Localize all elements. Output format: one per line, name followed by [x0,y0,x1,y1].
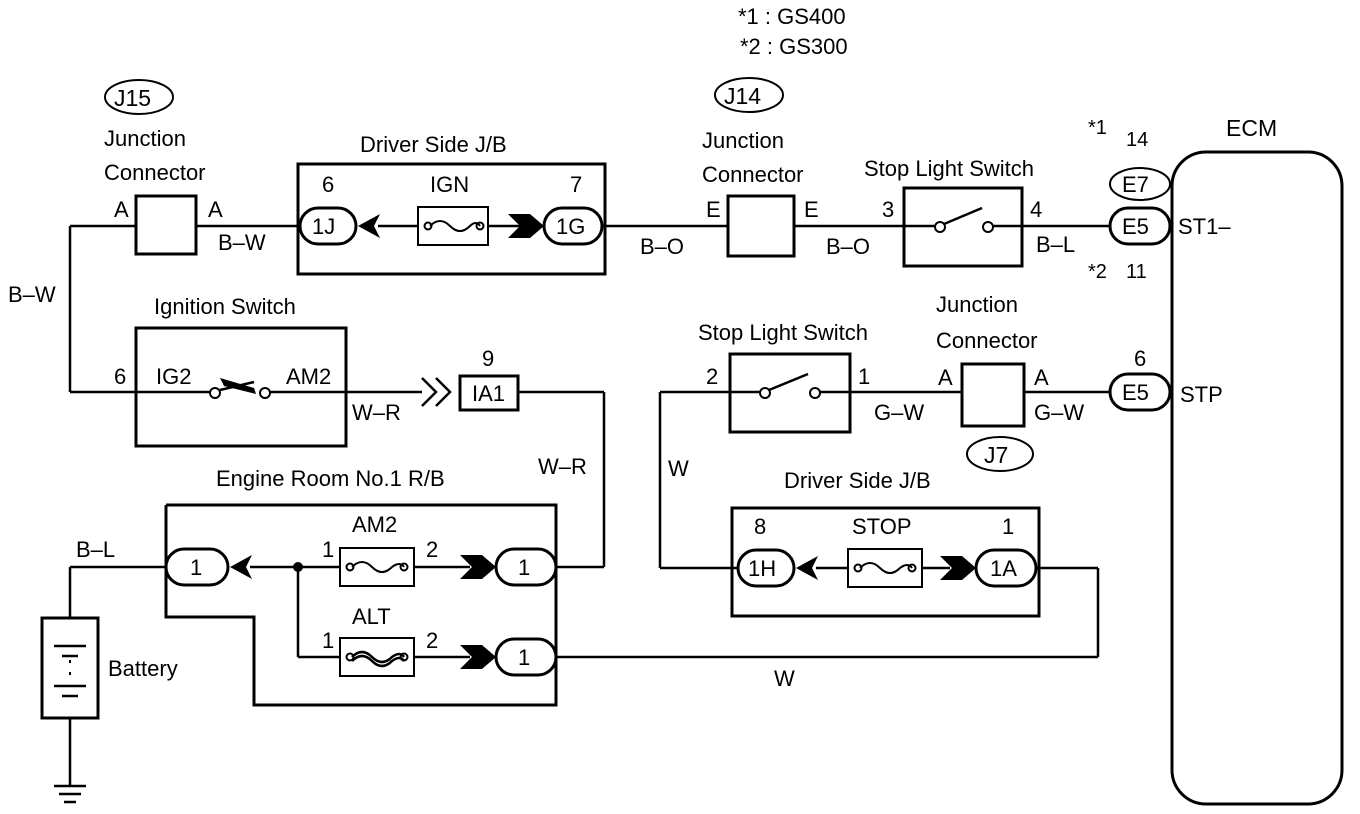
ignition-title: Ignition Switch [154,294,296,319]
driver-jb-top-conn-left: 1J [312,214,335,239]
am2-fuse-icon [351,561,405,573]
ecm-note2-pin: 11 [1126,261,1147,283]
wire-label-gw-1: G–W [874,400,924,425]
alt-fuse-icon [351,650,406,668]
driver-jb-top-title: Driver Side J/B [360,132,507,157]
stop-light-switch-bottom: Stop Light Switch 2 1 [698,320,870,434]
fuse-am2-label: AM2 [352,512,397,537]
legend-gs300: *2 : GS300 [740,34,848,59]
engine-room-rb: Engine Room No.1 R/B 1 AM2 1 2 1 ALT 1 2… [164,466,558,707]
battery-label: Battery [108,656,178,681]
stop-switch-top-pin-right: 4 [1030,197,1042,222]
junction-connector-j15: J15 Junction Connector A A [104,79,223,256]
j14-title-1: Junction [702,128,784,153]
wire-label-bl-battery: B–L [76,537,115,562]
ecm: ECM *1 14 E7 E5 ST1– *2 11 6 E5 STP [1088,115,1344,806]
stop-switch-top-pin-left: 3 [882,197,894,222]
stop-switch-bottom-title: Stop Light Switch [698,320,868,345]
legend-gs400: *1 : GS400 [738,4,846,29]
ecm-e5-bottom: E5 [1122,380,1149,405]
j15-title-1: Junction [104,126,186,151]
ia1-label: IA1 [472,381,505,406]
ecm-e7: E7 [1122,172,1149,197]
driver-jb-top-conn-right: 1G [556,214,585,239]
driver-side-jb-bottom: Driver Side J/B 8 STOP 1 1H 1A [730,468,1041,618]
wire-label-bw-left: B–W [8,282,56,307]
ground-icon [54,784,86,804]
engine-rb-title: Engine Room No.1 R/B [216,466,445,491]
ecm-st1-terminal: ST1– [1178,214,1231,239]
wire-labels: B–W B–W B–O B–O B–L B–L W–R W–R G–W G–W … [8,230,1084,691]
j7-pin-left: A [938,365,953,390]
wire-label-wr-1: W–R [352,400,401,425]
ia1-pin: 9 [482,346,494,371]
ecm-stp-terminal: STP [1180,382,1223,407]
wire-label-gw-2: G–W [1034,400,1084,425]
ecm-note1-pin: 14 [1126,129,1148,151]
junction-connector-j14: J14 Junction Connector E E [702,77,819,258]
ign-fuse-icon [429,220,481,232]
engine-rb-conn-left: 1 [190,555,202,580]
driver-jb-top-pin-right: 7 [570,172,582,197]
fuse-alt-pin-in: 1 [322,628,334,653]
ignition-term-right: AM2 [286,364,331,389]
j7-title-1: Junction [936,292,1018,317]
driver-jb-bottom-pin-left: 8 [754,514,766,539]
stop-switch-bottom-pin-right: 1 [858,364,870,389]
wire-label-bo-1: B–O [640,234,684,259]
j15-pin-right: A [208,197,223,222]
driver-jb-bottom-conn-left: 1H [748,556,776,581]
stop-fuse-icon [859,562,913,574]
j15-pin-left: A [114,197,129,222]
j7-tag: J7 [984,442,1008,468]
driver-jb-top-fuse-label: IGN [430,172,469,197]
ecm-note2: *2 [1088,261,1107,283]
ecm-e5-top: E5 [1122,214,1149,239]
j15-title-2: Connector [104,160,206,185]
junction-connector-j7: Junction Connector A A J7 [936,292,1049,472]
j7-pin-right: A [1034,365,1049,390]
wires [68,224,1110,786]
j14-pin-right: E [804,197,819,222]
stop-switch-bottom-pin-left: 2 [706,364,718,389]
ignition-term-left: IG2 [156,364,191,389]
wire-label-bl-top: B–L [1036,232,1075,257]
driver-jb-bottom-pin-right: 1 [1002,514,1014,539]
j14-tag: J14 [724,83,761,109]
wire-label-bo-2: B–O [826,234,870,259]
ecm-title: ECM [1226,115,1277,141]
ecm-stp-pin: 6 [1134,346,1146,371]
driver-jb-bottom-title: Driver Side J/B [784,468,931,493]
j14-title-2: Connector [702,162,804,187]
wire-label-w-left: W [668,456,689,481]
wire-label-bw-mid: B–W [218,230,266,255]
connector-ia1: 9 IA1 [421,346,520,412]
ecm-note1: *1 [1088,117,1107,139]
wire-label-w-bottom: W [774,666,795,691]
driver-side-jb-top: Driver Side J/B 6 IGN 7 1J 1G [296,132,607,276]
engine-rb-conn-top: 1 [518,555,530,580]
engine-rb-conn-bottom: 1 [518,645,530,670]
wire-label-wr-2: W–R [538,454,587,479]
driver-jb-top-pin-left: 6 [322,172,334,197]
fuse-alt-pin-out: 2 [426,628,438,653]
fuse-am2-pin-in: 1 [322,537,334,562]
ignition-pin-outer: 6 [114,364,126,389]
fuse-alt-label: ALT [352,604,391,629]
j15-tag: J15 [114,85,151,111]
fuse-am2-pin-out: 2 [426,537,438,562]
stop-switch-top-title: Stop Light Switch [864,156,1034,181]
j14-pin-left: E [706,197,721,222]
driver-jb-bottom-fuse-label: STOP [852,514,912,539]
driver-jb-bottom-conn-right: 1A [990,556,1017,581]
stop-light-switch-top: Stop Light Switch 3 4 [864,156,1042,268]
j7-title-2: Connector [936,328,1038,353]
ignition-switch: Ignition Switch 6 IG2 AM2 [114,294,348,448]
battery: Battery [40,616,178,720]
